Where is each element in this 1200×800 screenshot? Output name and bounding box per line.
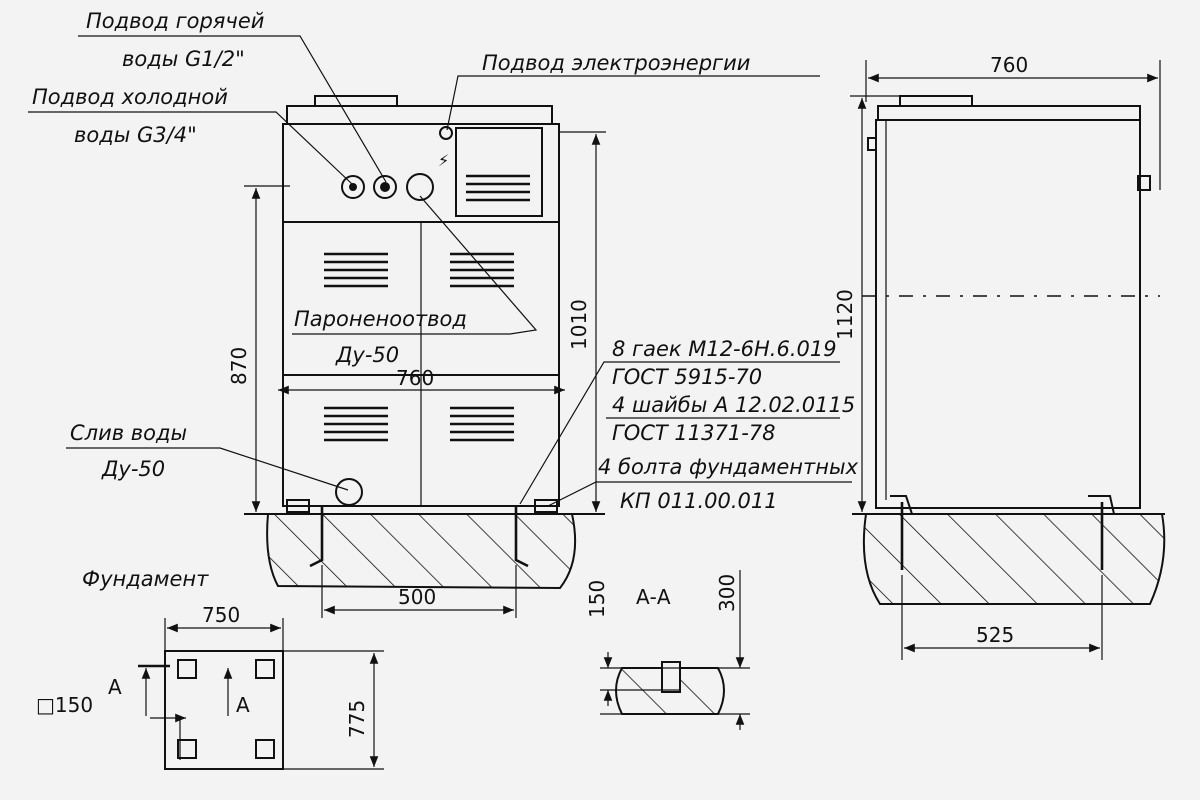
- dim-section-300: 300: [715, 574, 739, 612]
- dim-foundation-750: 750: [202, 603, 240, 627]
- label-section-aa: А-А: [636, 585, 671, 609]
- dim-front-870: 870: [227, 347, 251, 385]
- electric-box-vents: [466, 174, 530, 202]
- front-dimensions: 870 1010 760 500: [227, 131, 606, 618]
- label-cold-water-1: Подвод холодной: [32, 85, 228, 109]
- label-steam-1: Пароненоотвод: [294, 307, 467, 331]
- side-lid: [899, 95, 973, 107]
- label-electric: Подвод электроэнергии: [482, 51, 750, 75]
- side-dimensions: 760 1120 525: [833, 53, 1161, 660]
- section-mark-right: А: [236, 693, 250, 717]
- label-steam-2: Ду-50: [335, 343, 399, 367]
- label-nuts-4: ГОСТ 11371-78: [612, 421, 776, 445]
- front-lid: [314, 95, 398, 107]
- section-aa: А-А 150 300: [585, 570, 750, 730]
- side-view: [852, 95, 1166, 605]
- front-vents: [324, 252, 514, 442]
- drain-outlet-icon: [335, 478, 363, 506]
- dim-foundation-775: 775: [345, 700, 369, 738]
- front-view: ⚡: [244, 95, 605, 590]
- electric-box: [455, 127, 543, 217]
- label-nuts-3: 4 шайбы А 12.02.0115: [612, 393, 855, 417]
- dim-bolt-500: 500: [398, 585, 436, 609]
- dim-side-1120: 1120: [833, 289, 857, 340]
- label-nuts-2: ГОСТ 5915-70: [612, 365, 762, 389]
- label-bolts-1: 4 болта фундаментных: [598, 455, 859, 479]
- label-hot-water-2: воды G1/2": [122, 47, 245, 71]
- front-labels: Подвод горячей воды G1/2" Подвод холодно…: [28, 9, 859, 513]
- foundation-outline: [164, 650, 284, 770]
- hot-water-inlet-icon: [373, 175, 397, 199]
- foundation-plan: Фундамент 750 775 А А □150: [36, 567, 384, 770]
- power-inlet-icon: [439, 126, 453, 140]
- section-mark-left: А: [108, 675, 122, 699]
- label-foundation: Фундамент: [82, 567, 209, 591]
- dim-square-150: □150: [36, 693, 93, 717]
- warning-icon: ⚡: [438, 151, 449, 170]
- label-drain-2: Ду-50: [101, 457, 165, 481]
- dim-front-1010: 1010: [567, 299, 591, 350]
- side-foundation: [862, 513, 1166, 605]
- label-drain-1: Слив воды: [70, 421, 187, 445]
- dim-side-760: 760: [990, 53, 1028, 77]
- front-foundation: [266, 513, 577, 590]
- dim-front-760: 760: [396, 366, 434, 390]
- label-cold-water-2: воды G3/4": [74, 123, 197, 147]
- side-body: [875, 119, 1141, 509]
- dim-section-150: 150: [585, 580, 609, 618]
- cold-water-inlet-icon: [341, 175, 365, 199]
- label-nuts-1: 8 гаек М12-6Н.6.019: [612, 337, 837, 361]
- dim-side-525: 525: [976, 623, 1014, 647]
- side-top-plate: [877, 105, 1141, 121]
- label-bolts-2: КП 011.00.011: [620, 489, 778, 513]
- label-hot-water-1: Подвод горячей: [86, 9, 264, 33]
- front-top-plate: [286, 105, 553, 125]
- steam-outlet-icon: [406, 173, 434, 201]
